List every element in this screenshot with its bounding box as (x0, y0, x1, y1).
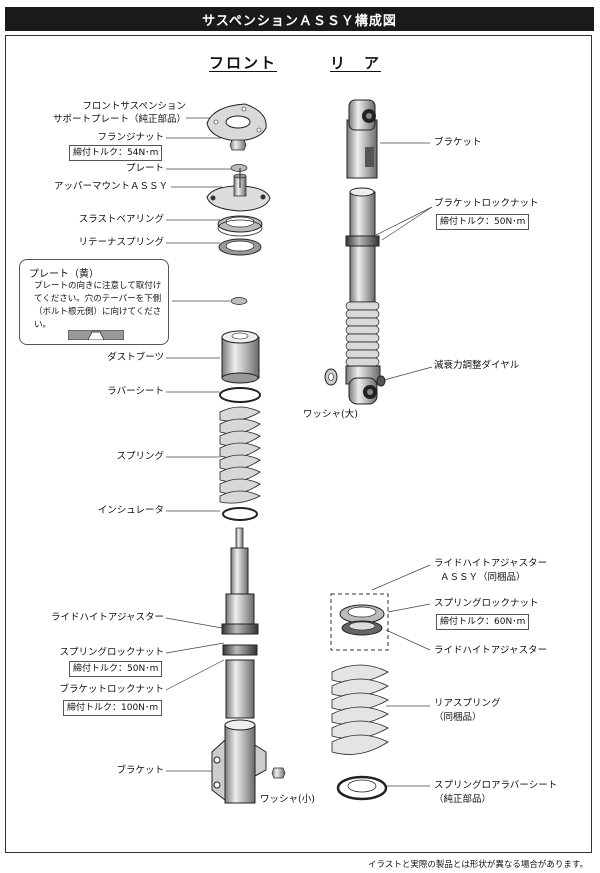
front-retainer-spring (218, 238, 262, 256)
label-rear-bracket-lock-nut: ブラケットロックナット (434, 198, 539, 209)
label-lower-rubber-seat-1: スプリングロアラバーシート (434, 780, 558, 791)
rear-damper (345, 187, 386, 405)
label-washer-small: ワッシャ(小) (260, 794, 315, 805)
torque-bracket-lock-nut: 締付トルク：100N･m (63, 700, 163, 716)
label-bracket: ブラケット (116, 765, 164, 776)
label-support-plate-1: フロントサスペンション (82, 101, 186, 112)
front-plate (230, 164, 248, 172)
label-rear-spring-1: リアスプリング (434, 698, 501, 709)
label-insulator: インシュレータ (97, 505, 164, 516)
label-dust-boot: ダストブーツ (107, 352, 164, 363)
front-support-plate (206, 103, 267, 142)
rear-ride-height-adjuster (341, 620, 383, 636)
rear-rh-adjuster-assy-box (330, 593, 389, 651)
front-plate-yellow (230, 297, 248, 305)
label-flange-nut: フランジナット (97, 132, 164, 143)
label-retainer-spring: リテーナスプリング (78, 237, 164, 248)
front-dust-boot (221, 330, 260, 384)
rear-top-bracket (346, 99, 378, 179)
label-rubber-seat: ラバーシート (107, 386, 164, 397)
note-body: プレートの向きに注意して取付けてください。穴のテーパーを下側（ボルト根元側）に向… (34, 281, 162, 330)
rear-lower-rubber-seat (336, 775, 388, 801)
front-flange-nut (229, 139, 247, 151)
rear-spring (331, 664, 389, 755)
diagram-frame (5, 35, 592, 853)
label-ride-height-adjuster: ライドハイトアジャスター (51, 612, 164, 623)
label-rh-adjuster-assy-2: ＡＳＳＹ（同梱品） (440, 572, 526, 583)
front-upper-mount (206, 168, 271, 212)
label-plate: プレート (125, 163, 164, 174)
diagram-title: サスペンションＡＳＳＹ構成図 (5, 7, 594, 31)
plate-taper-icon (68, 330, 124, 340)
front-spring (219, 406, 261, 504)
label-rear-bracket: ブラケット (434, 137, 482, 148)
plate-orientation-note: プレート（黄） プレートの向きに注意して取付けてください。穴のテーパーを下側（ボ… (19, 259, 169, 345)
front-washer-small (271, 767, 286, 779)
torque-spring-lock-nut: 締付トルク：50N･m (69, 661, 163, 677)
label-thrust-bearing: スラストベアリング (78, 214, 164, 225)
front-thrust-bearing (217, 215, 263, 237)
label-damping-dial: 減衰力調整ダイヤル (434, 360, 520, 371)
label-support-plate-2: サポートプレート（純正部品） (52, 114, 186, 125)
disclaimer-footnote: イラストと実際の製品とは形状が異なる場合があります。 (368, 860, 588, 870)
label-washer-large: ワッシャ(大) (303, 409, 358, 420)
label-rear-spring-lock-nut: スプリングロックナット (434, 598, 539, 609)
front-rubber-seat (219, 387, 261, 403)
note-title: プレート（黄） (29, 269, 99, 280)
rear-spring-lock-nut (339, 604, 385, 624)
rear-column-heading: リ ア (330, 54, 382, 72)
label-bracket-lock-nut: ブラケットロックナット (59, 684, 164, 695)
label-lower-rubber-seat-2: （純正部品） (434, 794, 492, 805)
torque-rear-bracket-lock-nut: 締付トルク：50N･m (436, 214, 530, 230)
front-damper (221, 527, 259, 719)
front-bracket (211, 719, 267, 804)
label-rear-ride-height-adjuster: ライドハイトアジャスター (434, 645, 547, 656)
torque-rear-spring-lock-nut: 締付トルク：60N･m (436, 614, 530, 630)
rear-leader-lines (371, 142, 433, 787)
label-upper-mount: アッパーマウントＡＳＳＹ (53, 181, 168, 192)
front-insulator (222, 507, 258, 521)
label-rear-spring-2: （同梱品） (434, 712, 482, 723)
torque-flange-nut: 締付トルク：54N･m (69, 145, 163, 161)
rear-washer-large (324, 368, 338, 386)
label-spring: スプリング (116, 451, 164, 462)
label-rh-adjuster-assy-1: ライドハイトアジャスター (434, 558, 547, 569)
label-spring-lock-nut: スプリングロックナット (59, 647, 164, 658)
front-column-heading: フロント (209, 54, 278, 72)
